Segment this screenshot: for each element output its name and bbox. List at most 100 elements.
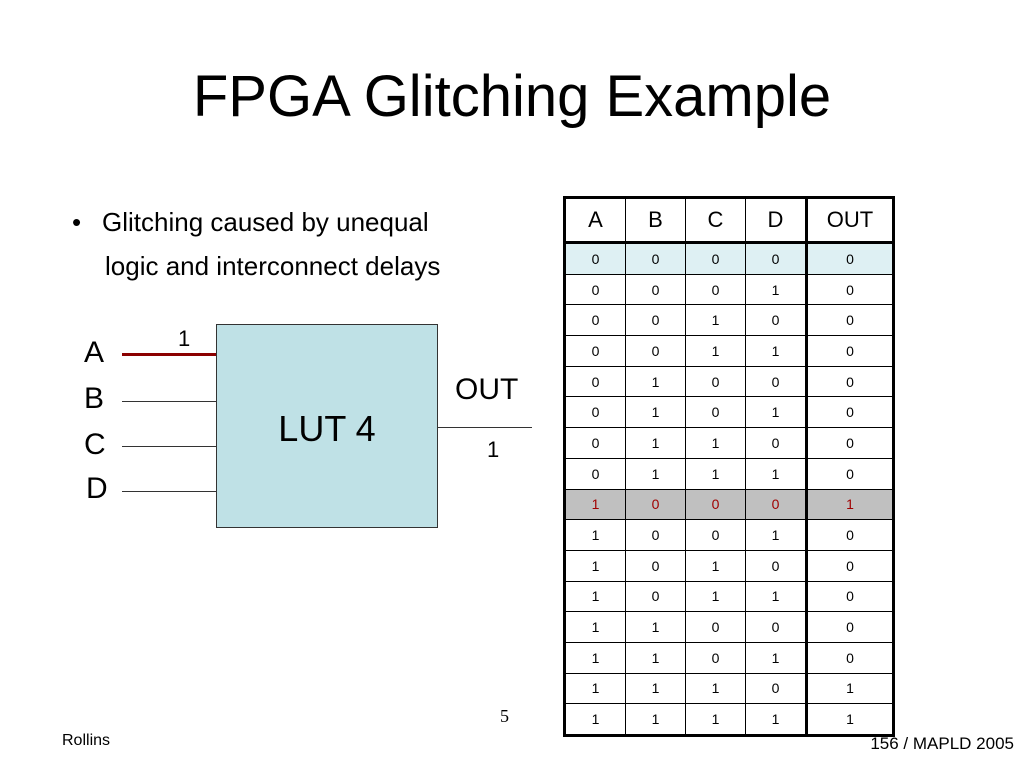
table-cell: 1	[745, 335, 807, 367]
table-cell: 1	[745, 641, 807, 674]
table-cell: 1	[625, 396, 686, 429]
table-cell: 1	[805, 488, 894, 521]
input-label-a: A	[84, 336, 105, 369]
table-cell: 1	[745, 273, 807, 306]
table-cell: 0	[685, 611, 746, 643]
wire-out	[438, 427, 532, 428]
table-cell: 0	[685, 365, 746, 398]
table-cell: 0	[805, 549, 894, 582]
table-cell: 1	[685, 335, 746, 367]
table-cell: 1	[805, 672, 894, 705]
table-cell: 0	[564, 242, 626, 275]
lut-block: LUT 4	[216, 324, 438, 528]
table-cell: 1	[564, 703, 626, 736]
table-cell: 1	[805, 703, 894, 736]
table-cell: 0	[685, 242, 746, 275]
table-cell: 0	[805, 242, 894, 275]
output-label: OUT	[455, 373, 519, 406]
table-cell: 1	[625, 457, 686, 490]
table-cell: 0	[564, 396, 626, 429]
table-cell: 1	[564, 672, 626, 705]
bullet-text: Glitching caused by unequal logic and in…	[102, 200, 532, 288]
table-cell: 1	[564, 519, 626, 551]
table-cell: 0	[625, 488, 686, 521]
table-cell: 1	[625, 611, 686, 643]
table-cell: 1	[685, 703, 746, 736]
header-out: OUT	[805, 197, 894, 244]
table-cell: 1	[564, 580, 626, 613]
slide-title: FPGA Glitching Example	[192, 64, 832, 129]
table-cell: 0	[625, 304, 686, 337]
wire-c	[122, 446, 217, 447]
table-cell: 0	[685, 641, 746, 674]
table-cell: 0	[685, 273, 746, 306]
table-cell: 1	[685, 427, 746, 459]
table-cell: 0	[625, 335, 686, 367]
table-cell: 1	[685, 580, 746, 613]
input-label-d: D	[86, 472, 108, 505]
table-cell: 0	[564, 457, 626, 490]
table-cell: 0	[625, 242, 686, 275]
table-cell: 0	[625, 273, 686, 306]
table-cell: 0	[685, 396, 746, 429]
header-b: B	[625, 197, 686, 244]
table-cell: 1	[625, 672, 686, 705]
table-cell: 0	[805, 396, 894, 429]
table-cell: 0	[805, 427, 894, 459]
table-cell: 1	[745, 703, 807, 736]
table-cell: 0	[805, 365, 894, 398]
table-cell: 1	[625, 641, 686, 674]
table-cell: 1	[745, 396, 807, 429]
table-cell: 1	[685, 457, 746, 490]
table-cell: 0	[805, 335, 894, 367]
table-cell: 1	[564, 641, 626, 674]
table-cell: 0	[745, 427, 807, 459]
table-cell: 0	[564, 304, 626, 337]
table-cell: 0	[745, 549, 807, 582]
table-cell: 0	[564, 427, 626, 459]
table-cell: 0	[745, 672, 807, 705]
truth-table-header: A B C D OUT	[564, 197, 894, 244]
bullet-marker: •	[72, 207, 82, 237]
table-cell: 0	[805, 273, 894, 306]
table-cell: 1	[685, 549, 746, 582]
table-cell: 0	[805, 457, 894, 490]
header-c: C	[685, 197, 746, 244]
table-cell: 1	[564, 488, 626, 521]
table-cell: 1	[564, 549, 626, 582]
table-cell: 1	[685, 672, 746, 705]
page-number: 5	[500, 706, 509, 726]
table-cell: 0	[625, 580, 686, 613]
table-cell: 0	[625, 519, 686, 551]
table-cell: 1	[625, 365, 686, 398]
header-a: A	[564, 197, 626, 244]
table-cell: 0	[564, 365, 626, 398]
table-cell: 0	[745, 611, 807, 643]
table-cell: 0	[745, 242, 807, 275]
table-cell: 0	[685, 519, 746, 551]
input-a-value: 1	[178, 326, 191, 351]
bullet-point: • Glitching caused by unequal logic and …	[72, 200, 532, 288]
table-cell: 0	[625, 549, 686, 582]
bullet-line-1: Glitching caused by unequal	[102, 207, 429, 237]
table-cell: 1	[625, 703, 686, 736]
table-cell: 0	[805, 304, 894, 337]
input-label-c: C	[84, 428, 106, 461]
table-cell: 0	[745, 304, 807, 337]
table-cell: 0	[745, 488, 807, 521]
output-value: 1	[487, 437, 500, 462]
table-cell: 1	[625, 427, 686, 459]
header-d: D	[745, 197, 807, 244]
